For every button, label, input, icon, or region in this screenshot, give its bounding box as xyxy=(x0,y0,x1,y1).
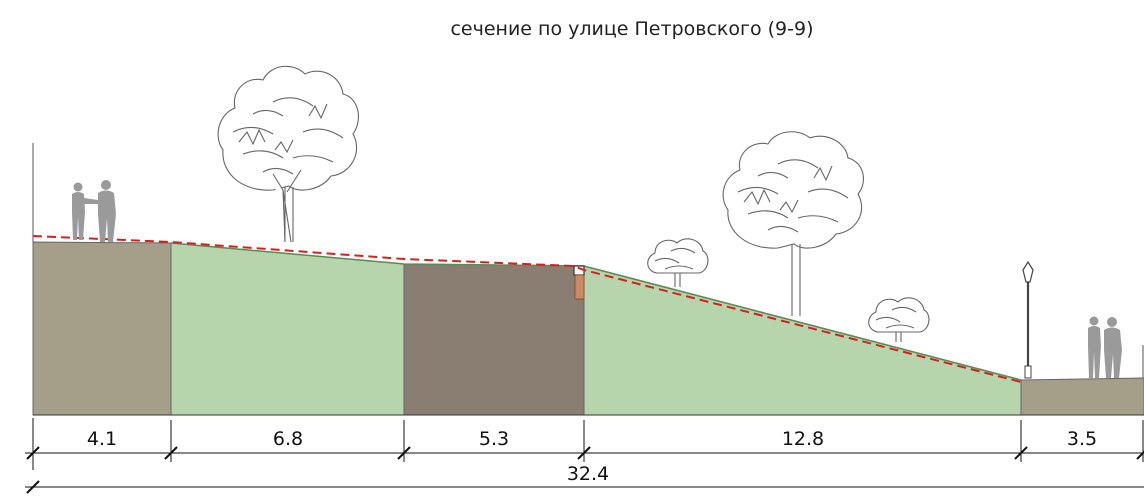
shrub-icon xyxy=(647,238,709,287)
lawn-slope-block xyxy=(583,265,1022,416)
shrub-icon xyxy=(868,297,930,342)
people-silhouette-icon xyxy=(72,180,116,242)
sidewalk-left-block xyxy=(32,241,172,416)
section-title: сечение по улице Петровского (9-9) xyxy=(450,18,814,40)
tree-icon xyxy=(217,65,359,243)
dimension-row-total xyxy=(25,480,1144,494)
dimension-row-segments xyxy=(25,418,1144,470)
dimension-label-4: 12.8 xyxy=(782,428,824,450)
dimension-label-1: 4.1 xyxy=(87,428,117,450)
roadway-block xyxy=(403,263,585,416)
tree-icon xyxy=(722,131,864,316)
street-lamp-icon xyxy=(1022,260,1034,379)
sidewalk-right-block xyxy=(1020,377,1144,416)
lawn-left-block xyxy=(170,242,405,416)
curb-body xyxy=(574,274,585,300)
dimension-label-3: 5.3 xyxy=(479,428,509,450)
people-silhouette-icon xyxy=(1088,316,1122,378)
dimension-label-total: 32.4 xyxy=(567,463,609,485)
dimension-label-2: 6.8 xyxy=(273,428,303,450)
existing-profile-line xyxy=(32,235,1022,383)
surface-line xyxy=(170,242,1022,381)
dimension-label-5: 3.5 xyxy=(1067,428,1097,450)
